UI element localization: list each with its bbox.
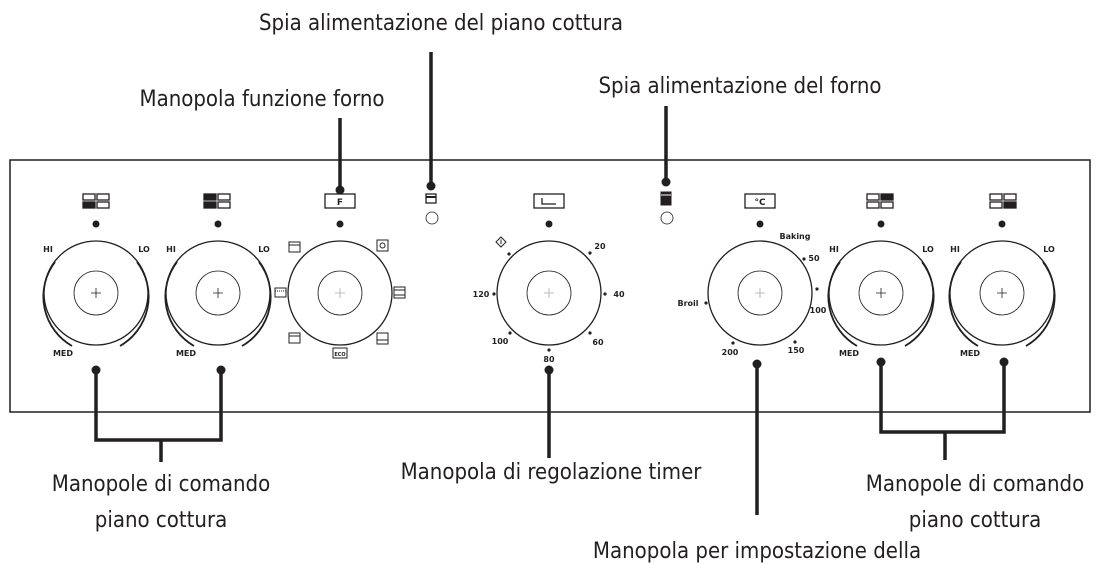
burner-icon (82, 193, 110, 209)
grill-icon (274, 287, 287, 298)
hob-lo-label: LO (1043, 245, 1055, 254)
timer-mark: 40 (613, 290, 625, 299)
light-icon (288, 332, 301, 344)
hob-hi-label: HI (829, 245, 839, 254)
hob-med-label: MED (53, 349, 73, 358)
callout-hob-controls-right-1: Manopole di comando (866, 472, 1084, 497)
hob-knob-3[interactable]: HI LO MED (827, 193, 935, 358)
hob-knob-2[interactable]: HI LO MED (164, 193, 272, 358)
eco-label: ECO (334, 352, 345, 358)
oven-power-light (660, 191, 674, 225)
timer-mark: 20 (594, 242, 606, 251)
temperature-mark-broil: Broil (677, 299, 698, 308)
callout-hob-controls-left-1: Manopole di comando (52, 472, 270, 497)
top-heat-icon (288, 241, 301, 253)
timer-mark: 100 (492, 337, 509, 346)
hob-lo-label: LO (138, 245, 150, 254)
hob-med-label: MED (960, 349, 980, 358)
hob-med-label: MED (839, 349, 859, 358)
hob-knob-1[interactable]: HI LO MED (42, 193, 150, 358)
conventional-icon (393, 286, 406, 299)
hob-knob-4[interactable]: HI LO MED (948, 193, 1056, 358)
leader-dots (91, 177, 1009, 375)
hob-med-label: MED (176, 349, 196, 358)
oven-function-knob[interactable]: F ECO (274, 193, 406, 359)
hob-hi-label: HI (950, 245, 960, 254)
callout-hob-controls-right-2: piano cottura (909, 508, 1041, 533)
temperature-knob[interactable]: °C Baking 50 100 150 200 Broil (677, 193, 827, 357)
temperature-mark-150: 150 (788, 346, 805, 355)
temperature-mark-baking: Baking (780, 232, 811, 241)
burner-icon (866, 193, 894, 209)
function-symbol: F (337, 198, 343, 208)
bottom-heat-icon (376, 332, 389, 345)
temperature-mark-200: 200 (722, 348, 739, 357)
timer-mark: 80 (543, 355, 555, 364)
function-icons (274, 239, 406, 359)
callout-oven-power-light: Spia alimentazione del forno (598, 74, 881, 99)
callout-timer-knob: Manopola di regolazione timer (401, 460, 703, 485)
hob-lo-label: LO (258, 245, 270, 254)
callout-temperature-knob: Manopola per impostazione della (593, 539, 921, 564)
burner-icon (989, 193, 1017, 209)
temperature-mark-50: 50 (808, 254, 820, 263)
temperature-mark-100: 100 (810, 306, 827, 315)
hob-hi-label: HI (43, 245, 53, 254)
callout-hob-controls-left-2: piano cottura (95, 508, 227, 533)
hob-power-light (425, 193, 439, 225)
timer-knob[interactable]: 20 40 60 80 100 120 (473, 193, 625, 364)
hob-lo-label: LO (922, 245, 934, 254)
burner-icon (203, 193, 231, 209)
temperature-symbol: °C (754, 198, 766, 208)
timer-icon (533, 193, 565, 209)
leader-lines (94, 52, 1006, 515)
timer-mark: 60 (592, 338, 604, 347)
timer-mark: 120 (473, 290, 490, 299)
eco-icon (332, 347, 348, 359)
callout-oven-function-knob: Manopola funzione forno (140, 87, 385, 112)
callout-hob-power-light: Spia alimentazione del piano cottura (259, 11, 623, 36)
hob-hi-label: HI (166, 245, 176, 254)
